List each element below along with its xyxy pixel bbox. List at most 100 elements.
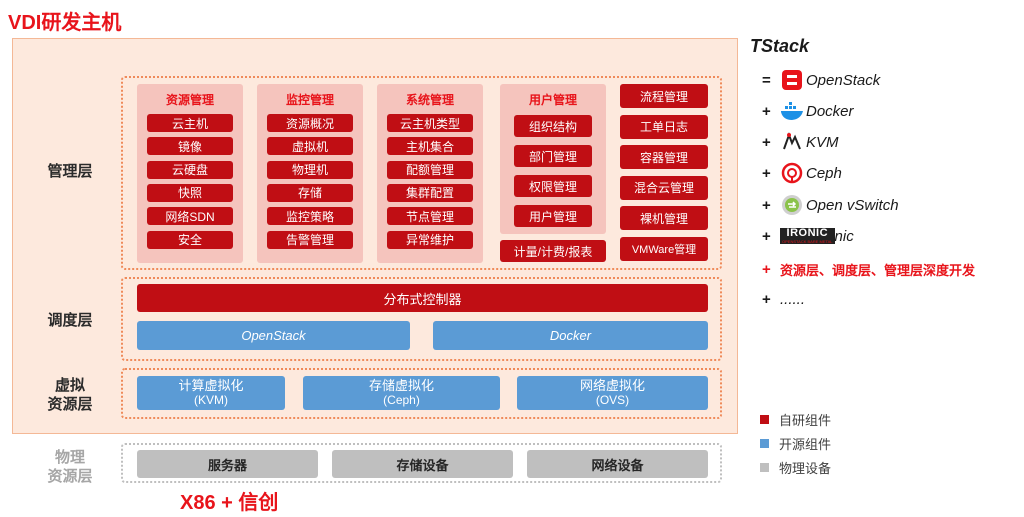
- menu-item[interactable]: 云主机类型: [387, 114, 473, 132]
- virt-sub: (Ceph): [383, 393, 420, 407]
- virt-name: 网络虚拟化: [579, 378, 645, 393]
- openstack-scheduler-button[interactable]: OpenStack: [137, 321, 410, 350]
- menu-item[interactable]: 虚拟机: [267, 137, 353, 156]
- hardware-note: X86 + 信创: [180, 492, 279, 514]
- menu-item[interactable]: 资源概况: [267, 114, 353, 132]
- legend-swatch: [760, 414, 769, 424]
- virtualization-1[interactable]: 计算虚拟化(KVM): [137, 376, 285, 410]
- distributed-controller-button[interactable]: 分布式控制器: [137, 284, 708, 312]
- virtualization-3[interactable]: 网络虚拟化(OVS): [517, 376, 708, 410]
- tstack-row: + Open vSwitch: [762, 194, 899, 216]
- ovs-icon: [780, 194, 804, 216]
- tstack-label: ......: [780, 290, 806, 308]
- legend-label: 物理设备: [779, 460, 832, 476]
- virt-sub: (KVM): [194, 393, 228, 407]
- menu-item[interactable]: 权限管理: [514, 175, 592, 197]
- tstack-title: TStack: [750, 36, 810, 56]
- virt-name: 计算虚拟化: [178, 378, 244, 393]
- tstack-operator: +: [762, 133, 771, 151]
- tstack-operator: +: [762, 227, 771, 245]
- layer-label-management: 管理层: [47, 163, 93, 180]
- menu-item[interactable]: 配额管理: [387, 160, 473, 179]
- right-menu-item[interactable]: 流程管理: [620, 84, 708, 108]
- legend-swatch: [760, 462, 769, 472]
- menu-item[interactable]: 物理机: [267, 160, 353, 179]
- legend-item: 开源组件: [760, 434, 831, 452]
- tstack-operator: +: [762, 164, 771, 182]
- tstack-row: + Ceph: [762, 162, 842, 184]
- ironic-logo-text: IRONIC: [786, 227, 829, 239]
- tstack-row: = OpenStack: [762, 69, 880, 91]
- tstack-label: OpenStack: [806, 71, 881, 89]
- tstack-label: 资源层、调度层、管理层深度开发: [780, 262, 976, 278]
- ceph-icon: [780, 162, 804, 184]
- menu-item[interactable]: 镜像: [147, 137, 233, 156]
- tstack-operator: +: [762, 102, 771, 120]
- legend-label: 自研组件: [779, 412, 832, 428]
- legend-item: 自研组件: [760, 410, 831, 428]
- menu-item[interactable]: 安全: [147, 230, 233, 249]
- menu-item[interactable]: 监控策略: [267, 207, 353, 226]
- panel-title: 系统管理: [405, 93, 454, 107]
- tstack-row: +......: [762, 288, 805, 310]
- virt-sub: (OVS): [595, 393, 630, 407]
- right-menu-item[interactable]: 工单日志: [620, 114, 708, 139]
- menu-item[interactable]: 集群配置: [387, 183, 473, 202]
- menu-item[interactable]: 存储: [267, 183, 353, 202]
- layer-label-physical: 物理 资源层: [47, 449, 93, 485]
- tstack-operator: =: [762, 71, 771, 89]
- virt-name: 存储虚拟化: [368, 378, 434, 393]
- menu-item[interactable]: 云硬盘: [147, 160, 233, 179]
- menu-item[interactable]: 用户管理: [514, 205, 592, 227]
- right-menu-item[interactable]: 裸机管理: [620, 206, 708, 230]
- tstack-operator: +: [762, 290, 771, 308]
- panel-title: 监控管理: [285, 93, 334, 107]
- menu-item[interactable]: 主机集合: [387, 137, 473, 156]
- physical-layer-frame: [121, 443, 722, 483]
- ironic-logo-subtext: OPENSTACK BARE METAL: [782, 239, 833, 244]
- legend-label: 开源组件: [779, 436, 832, 452]
- scheduling-layer-frame: [121, 277, 722, 361]
- tstack-operator: +: [762, 196, 771, 214]
- virtual-layer-frame: [121, 368, 722, 419]
- openstack-icon: [780, 69, 804, 91]
- panel-title: 用户管理: [528, 93, 577, 107]
- menu-item[interactable]: 组织结构: [514, 115, 592, 137]
- legend-swatch: [760, 438, 769, 448]
- virtualization-2[interactable]: 存储虚拟化(Ceph): [303, 376, 500, 410]
- page-title: VDI研发主机: [8, 12, 122, 34]
- right-menu-item[interactable]: 容器管理: [620, 145, 708, 169]
- menu-item[interactable]: 告警管理: [267, 230, 353, 249]
- tstack-label: Open vSwitch: [806, 196, 899, 214]
- right-menu-item[interactable]: VMWare管理: [620, 236, 708, 261]
- tstack-label: Docker: [806, 102, 854, 120]
- physical-device-3[interactable]: 网络设备: [527, 450, 708, 478]
- menu-item[interactable]: 部门管理: [514, 145, 592, 167]
- management-layer-frame: [121, 76, 722, 270]
- kvm-icon: [780, 131, 804, 153]
- layer-label-virtual: 虚拟 资源层: [47, 377, 93, 413]
- docker-icon: [780, 100, 804, 122]
- tstack-label: KVM: [806, 133, 839, 151]
- docker-scheduler-button[interactable]: Docker: [433, 321, 708, 350]
- menu-item[interactable]: 节点管理: [387, 207, 473, 226]
- physical-device-1[interactable]: 服务器: [137, 450, 318, 478]
- tstack-row: + Docker: [762, 100, 854, 122]
- menu-item[interactable]: 快照: [147, 183, 233, 202]
- panel-title: 资源管理: [165, 93, 214, 107]
- menu-item[interactable]: 异常维护: [387, 230, 473, 249]
- tstack-row: + KVM: [762, 131, 839, 153]
- tstack-label: Ceph: [806, 164, 842, 182]
- billing-button[interactable]: 计量/计费/报表: [500, 240, 606, 262]
- tstack-operator: +: [762, 260, 771, 278]
- tstack-row: + 资源层、调度层、管理层深度开发: [762, 258, 975, 280]
- menu-item[interactable]: 网络SDN: [147, 207, 233, 226]
- right-menu-item[interactable]: 混合云管理: [620, 175, 708, 200]
- legend-item: 物理设备: [760, 458, 831, 476]
- layer-label-scheduling: 调度层: [47, 312, 93, 329]
- tstack-label: nic: [834, 227, 854, 245]
- physical-device-2[interactable]: 存储设备: [332, 450, 513, 478]
- menu-item[interactable]: 云主机: [147, 114, 233, 132]
